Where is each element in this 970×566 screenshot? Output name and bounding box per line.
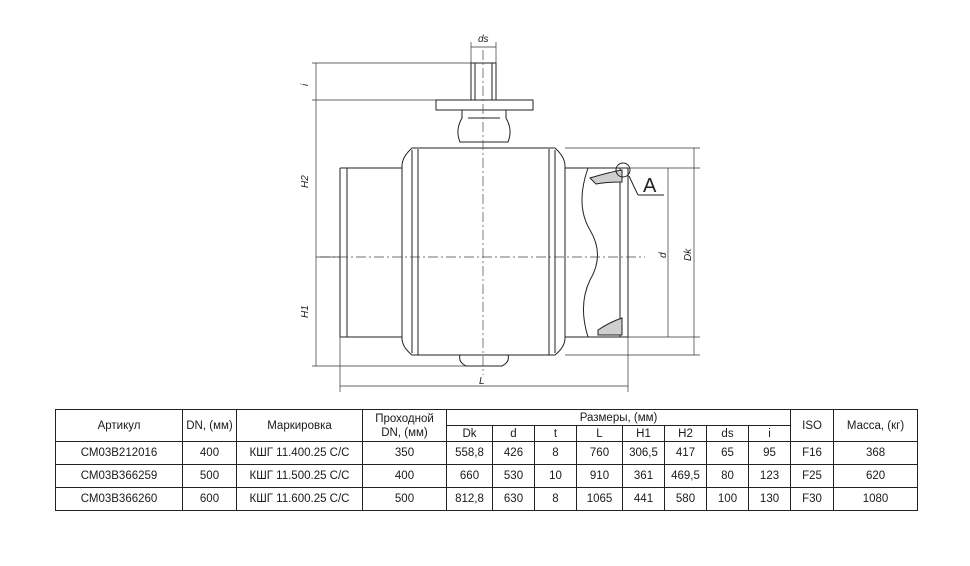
- subheader-h2: H2: [664, 425, 707, 442]
- label-ds: ds: [478, 34, 489, 45]
- right-pipe-end: [565, 167, 629, 338]
- table-cell: F25: [790, 464, 835, 488]
- label-d: d: [658, 252, 669, 258]
- table-cell: 1065: [576, 487, 623, 511]
- table-cell: КШГ 11.400.25 С/С: [236, 441, 363, 465]
- table-cell: 8: [534, 487, 577, 511]
- table-cell: 630: [492, 487, 535, 511]
- table-cell: F30: [790, 487, 835, 511]
- subheader-ds: ds: [706, 425, 749, 442]
- table-cell: 812,8: [446, 487, 493, 511]
- header-dimensions: Размеры, (мм): [445, 409, 792, 426]
- table-cell: 130: [747, 487, 792, 511]
- subheader-dk: Dk: [446, 425, 493, 442]
- header-article: Артикул: [55, 409, 183, 442]
- left-pipe-end: [339, 167, 402, 338]
- header-iso: ISO: [790, 409, 835, 442]
- valve-stem: [470, 62, 497, 101]
- label-i: i: [300, 83, 311, 86]
- table-row: СМ03В212016 400 КШГ 11.400.25 С/С 350 55…: [55, 441, 919, 465]
- table-cell: 530: [492, 464, 535, 488]
- label-h1: H1: [300, 305, 311, 318]
- label-detail-a: A: [643, 175, 657, 197]
- label-l: L: [479, 376, 485, 387]
- table-cell: 65: [706, 441, 749, 465]
- label-dk: Dk: [683, 248, 694, 261]
- table-cell: 910: [576, 464, 623, 488]
- table-cell: 558,8: [446, 441, 493, 465]
- table-row: СМ03В366260 600 КШГ 11.600.25 С/С 500 81…: [55, 487, 919, 511]
- valve-neck: [457, 110, 511, 143]
- valve-body: [401, 147, 566, 356]
- table-cell: КШГ 11.500.25 С/С: [236, 464, 363, 488]
- table-cell: 417: [664, 441, 707, 465]
- table-cell: 426: [492, 441, 535, 465]
- valve-drawing: ds i H2 H1 L d Dk A: [300, 34, 700, 392]
- table-cell: СМ03В366260: [55, 487, 183, 511]
- label-h2: H2: [300, 175, 311, 188]
- table-cell: 500: [182, 464, 237, 488]
- header-bore: Проходной DN, (мм): [362, 409, 447, 442]
- table-cell: СМ03В212016: [55, 441, 183, 465]
- table-cell: 500: [362, 487, 447, 511]
- subheader-d: d: [492, 425, 535, 442]
- table-row: СМ03В366259 500 КШГ 11.500.25 С/С 400 66…: [55, 464, 919, 488]
- table-cell: F16: [790, 441, 835, 465]
- spec-table: Артикул DN, (мм) Маркировка Проходной DN…: [55, 409, 919, 511]
- table-cell: 95: [747, 441, 792, 465]
- dimension-lines: [312, 42, 700, 392]
- subheader-t: t: [534, 425, 577, 442]
- mounting-flange: [435, 99, 534, 111]
- table-cell: 760: [576, 441, 623, 465]
- subheader-i: i: [747, 425, 792, 442]
- subheader-l: L: [576, 425, 623, 442]
- table-cell: 8: [534, 441, 577, 465]
- table-cell: 620: [833, 464, 919, 488]
- detail-a-callout: [615, 162, 664, 196]
- center-lines: [320, 50, 645, 375]
- table-cell: 441: [622, 487, 665, 511]
- table-cell: 361: [622, 464, 665, 488]
- table-cell: 350: [362, 441, 447, 465]
- table-cell: 600: [182, 487, 237, 511]
- subheader-h1: H1: [622, 425, 665, 442]
- table-cell: 306,5: [622, 441, 665, 465]
- table-cell: 1080: [833, 487, 919, 511]
- table-cell: 469,5: [664, 464, 707, 488]
- table-cell: 400: [362, 464, 447, 488]
- bottom-trunnion: [459, 354, 509, 367]
- table-cell: 80: [706, 464, 749, 488]
- table-cell: СМ03В366259: [55, 464, 183, 488]
- table-cell: 10: [534, 464, 577, 488]
- table-cell: КШГ 11.600.25 С/С: [236, 487, 363, 511]
- table-cell: 400: [182, 441, 237, 465]
- header-dn: DN, (мм): [182, 409, 237, 442]
- header-marking: Маркировка: [236, 409, 363, 442]
- table-cell: 580: [664, 487, 707, 511]
- table-cell: 660: [446, 464, 493, 488]
- header-mass: Масса, (кг): [833, 409, 919, 442]
- table-cell: 100: [706, 487, 749, 511]
- table-cell: 123: [747, 464, 792, 488]
- table-cell: 368: [833, 441, 919, 465]
